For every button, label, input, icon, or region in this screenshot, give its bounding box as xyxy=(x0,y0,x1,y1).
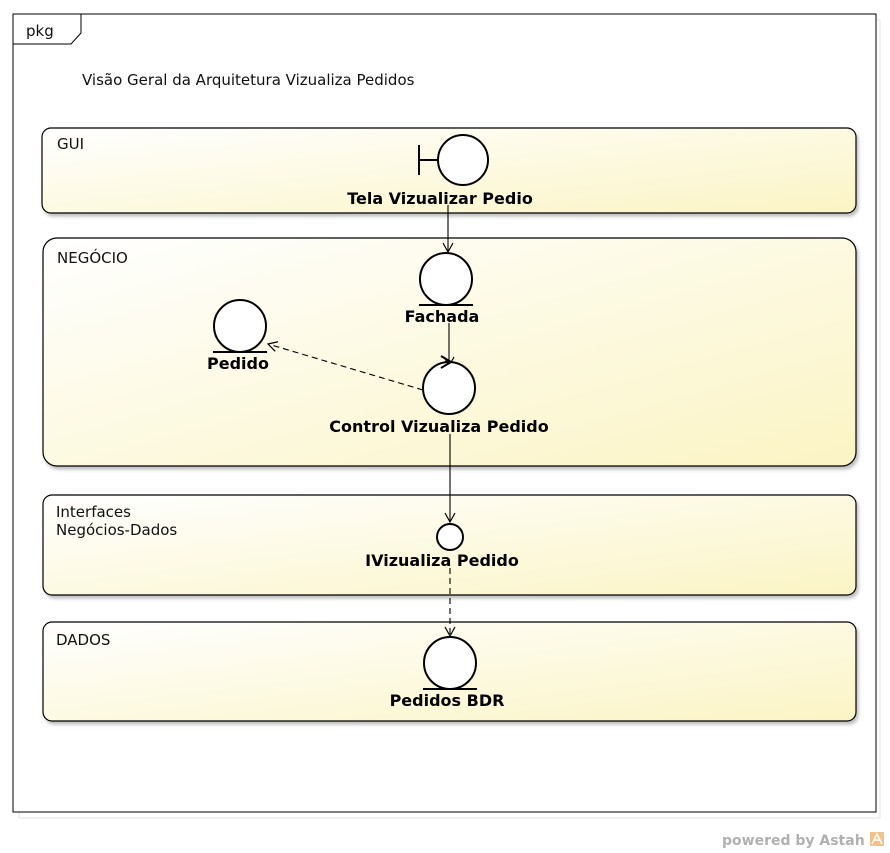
entity-icon-pedidos-bdr[interactable] xyxy=(423,636,477,690)
element-pedido-label: Pedido xyxy=(207,354,269,373)
interface-icon[interactable] xyxy=(436,523,464,551)
element-ivizualiza-label: IVizualiza Pedido xyxy=(365,551,519,570)
element-control-label: Control Vizualiza Pedido xyxy=(329,417,548,436)
diagram-title: Visão Geral da Arquitetura Vizualiza Ped… xyxy=(82,71,415,89)
control-icon[interactable] xyxy=(422,355,476,415)
astah-logo-icon xyxy=(870,832,884,846)
link-control-pedido xyxy=(266,341,424,391)
entity-icon-pedido[interactable] xyxy=(213,299,267,353)
powered-by-text: powered by Astah xyxy=(722,833,865,849)
element-pedidos-bdr-label: Pedidos BDR xyxy=(390,691,505,710)
package-interfaces-label-line1: Interfaces xyxy=(56,503,131,521)
entity-icon-fachada[interactable] xyxy=(419,252,473,306)
element-tela-label: Tela Vizualizar Pedio xyxy=(347,189,533,208)
frame-tab: pkg xyxy=(12,13,82,45)
package-gui-label: GUI xyxy=(57,135,84,153)
package-interfaces-label-line2: Negócios-Dados xyxy=(56,521,177,539)
package-negocio-label: NEGÓCIO xyxy=(57,248,128,267)
frame-tab-label: pkg xyxy=(26,22,54,40)
boundary-icon[interactable] xyxy=(418,134,489,186)
package-dados-label: DADOS xyxy=(56,631,110,649)
element-fachada-label: Fachada xyxy=(405,307,480,326)
connectors xyxy=(266,205,456,638)
